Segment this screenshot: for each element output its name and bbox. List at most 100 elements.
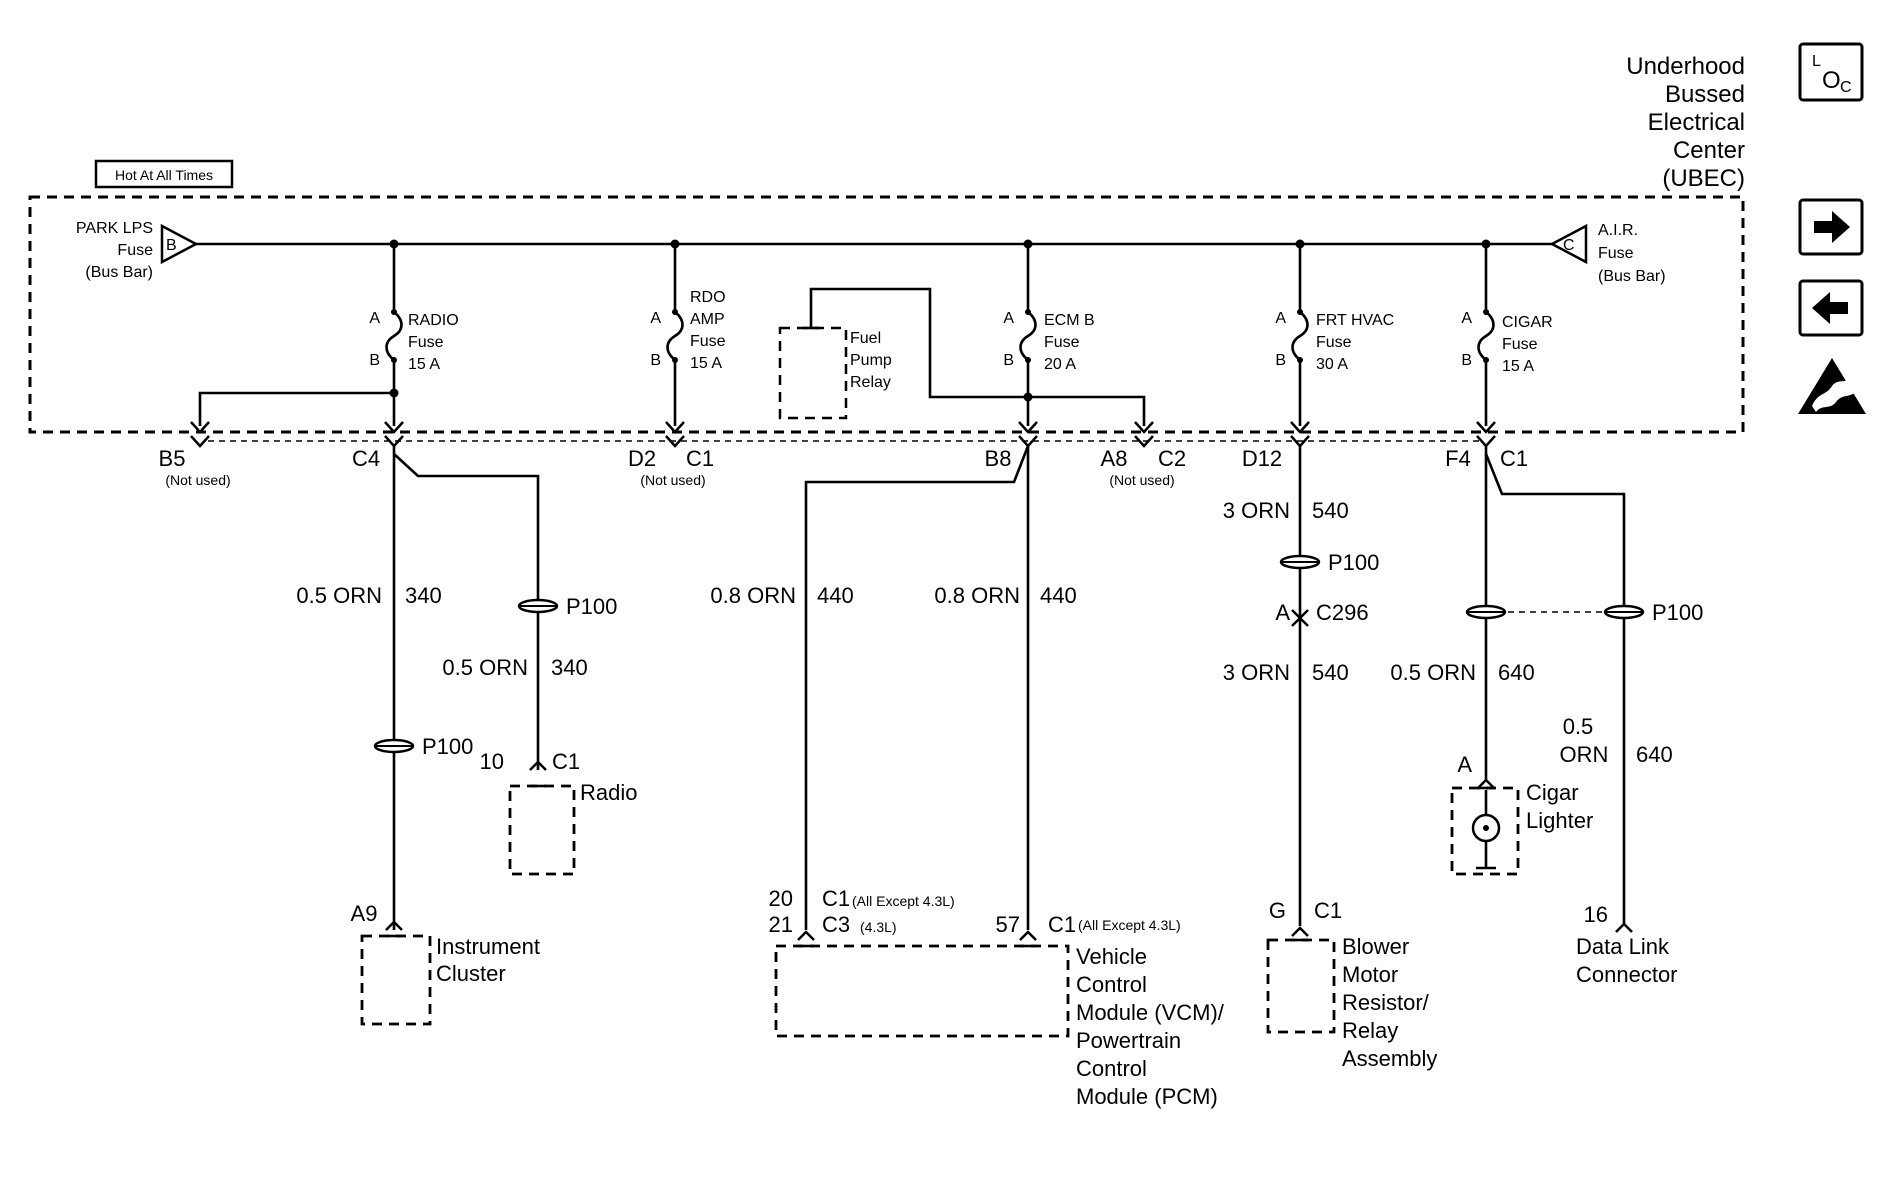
wire-circuit-340a: 340 <box>405 583 442 608</box>
connector-d12: D12 <box>1242 446 1282 471</box>
cluster-label-2: Cluster <box>436 961 506 986</box>
instrument-cluster-component: A9 Instrument Cluster <box>351 901 540 1026</box>
blower-label-4: Relay <box>1342 1018 1398 1043</box>
connector-labels: B5 (Not used) C4 D2 C1 (Not used) B8 A8 … <box>159 446 1529 488</box>
svg-text:Fuse: Fuse <box>1044 334 1080 351</box>
ubec-boundary <box>28 195 1745 434</box>
wire-size-540b: 3 ORN <box>1223 660 1290 685</box>
svg-text:Fuse: Fuse <box>1316 334 1352 351</box>
svg-text:L: L <box>1812 53 1821 70</box>
svg-text:20 A: 20 A <box>1044 356 1076 373</box>
wire-circuit-340b: 340 <box>551 655 588 680</box>
svg-text:30 A: 30 A <box>1316 356 1348 373</box>
title-line-3: Electrical <box>1648 109 1745 136</box>
b5-note: (Not used) <box>165 472 230 488</box>
splice-p100-a: P100 <box>566 594 617 619</box>
bus-terminal-left: B PARK LPS Fuse (Bus Bar) <box>76 220 199 281</box>
dlc-label-2: Connector <box>1576 962 1678 987</box>
vcm-label-2: Control <box>1076 972 1147 997</box>
svg-text:Hot At All Times: Hot At All Times <box>115 167 213 183</box>
vcm-pin-20: 20 <box>769 886 793 911</box>
fuse-radio: A B RADIO Fuse 15 A <box>369 244 459 426</box>
connector-b5: B5 <box>159 446 186 471</box>
svg-text:FRT HVAC: FRT HVAC <box>1316 312 1394 329</box>
svg-text:RDO: RDO <box>690 289 726 306</box>
vcm-label-4: Powertrain <box>1076 1028 1181 1053</box>
circuit-440: 0.8 ORN 440 0.8 ORN 440 <box>710 445 1077 941</box>
cluster-label-1: Instrument <box>436 934 540 959</box>
wire-size-540a: 3 ORN <box>1223 498 1290 523</box>
vcm-pin-57: 57 <box>996 912 1020 937</box>
wire-size-640b-2: ORN <box>1560 742 1609 767</box>
svg-text:Fuse: Fuse <box>690 333 726 350</box>
cluster-pin: A9 <box>351 901 378 926</box>
d2-note: (Not used) <box>640 472 705 488</box>
wire-size-340b: 0.5 ORN <box>442 655 528 680</box>
a8-note: (Not used) <box>1109 472 1174 488</box>
dlc-pin: 16 <box>1584 902 1608 927</box>
svg-text:RADIO: RADIO <box>408 312 459 329</box>
blower-component: G C1 Blower Motor Resistor/ Relay Assemb… <box>1266 898 1437 1071</box>
svg-text:ECM B: ECM B <box>1044 312 1095 329</box>
svg-text:Relay: Relay <box>850 374 891 391</box>
svg-text:CIGAR: CIGAR <box>1502 314 1553 331</box>
svg-text:O: O <box>1822 67 1841 94</box>
wire-circuit-540a: 540 <box>1312 498 1349 523</box>
blower-pin: G <box>1269 898 1286 923</box>
fuse-ecm-b: A B ECM B Fuse 20 A <box>1003 244 1146 426</box>
blower-label-3: Resistor/ <box>1342 990 1430 1015</box>
connector-f4: F4 <box>1445 446 1471 471</box>
splice-p100-b: P100 <box>422 734 473 759</box>
vcm-pin-20-note: (All Except 4.3L) <box>852 893 955 909</box>
vcm-pin-57-conn: C1 <box>1048 912 1076 937</box>
wire-size-440b: 0.8 ORN <box>934 583 1020 608</box>
arrow-right-icon[interactable] <box>1798 198 1864 256</box>
radio-pin: 10 <box>480 749 504 774</box>
wire-size-640b-1: 0.5 <box>1563 714 1594 739</box>
cigar-label-1: Cigar <box>1526 780 1579 805</box>
svg-text:Fuse: Fuse <box>1502 336 1538 353</box>
wire-circuit-540b: 540 <box>1312 660 1349 685</box>
wire-circuit-440a: 440 <box>817 583 854 608</box>
arrow-left-icon[interactable] <box>1798 279 1864 337</box>
vcm-label-1: Vehicle <box>1076 944 1147 969</box>
cigar-pin: A <box>1457 752 1472 777</box>
svg-text:AMP: AMP <box>690 311 725 328</box>
title-line-5: (UBEC) <box>1662 165 1745 192</box>
esd-warning-icon[interactable] <box>1798 358 1866 414</box>
blower-label-1: Blower <box>1342 934 1409 959</box>
fuel-pump-relay: Fuel Pump Relay <box>778 287 1028 420</box>
wire-to-b5 <box>198 388 399 426</box>
circuit-540: 3 ORN 540 P100 A C296 3 ORN 540 <box>1223 446 1379 937</box>
connector-c4: C4 <box>352 446 380 471</box>
cigar-lighter-component: A Cigar Lighter <box>1450 752 1593 876</box>
dlc-label-1: Data Link <box>1576 934 1670 959</box>
vcm-component: 20 C1 (All Except 4.3L) 21 C3 (4.3L) 57 … <box>769 886 1225 1109</box>
location-icon[interactable]: L O C <box>1798 42 1864 102</box>
svg-text:Fuse: Fuse <box>117 242 153 259</box>
svg-text:B: B <box>369 352 380 369</box>
radio-component: 10 C1 Radio <box>480 749 637 876</box>
connector-f4-c1: C1 <box>1500 446 1528 471</box>
circuit-640: P100 0.5 ORN 640 0.5 ORN 640 <box>1390 446 1703 933</box>
c296-pin: A <box>1275 600 1290 625</box>
hot-at-all-times-label: Hot At All Times <box>94 159 234 189</box>
fuse-rdo-amp: A B RDO AMP Fuse 15 A <box>650 244 726 426</box>
svg-text:(Bus Bar): (Bus Bar) <box>1598 268 1666 285</box>
connector-c296: C296 <box>1316 600 1369 625</box>
connector-d2-c1: C1 <box>686 446 714 471</box>
wire-size-640a: 0.5 ORN <box>1390 660 1476 685</box>
data-link-connector-component: 16 Data Link Connector <box>1576 902 1678 987</box>
vcm-pin-21-note: (4.3L) <box>860 919 897 935</box>
blower-conn: C1 <box>1314 898 1342 923</box>
vcm-pin-57-note: (All Except 4.3L) <box>1078 917 1181 933</box>
svg-text:15 A: 15 A <box>1502 358 1534 375</box>
vcm-pin-21: 21 <box>769 912 793 937</box>
vcm-label-3: Module (VCM)/ <box>1076 1000 1225 1025</box>
title-line-2: Bussed <box>1665 81 1745 108</box>
fuse-cigar: A B CIGAR Fuse 15 A <box>1461 244 1553 426</box>
vcm-pin-20-conn: C1 <box>822 886 850 911</box>
radio-label: Radio <box>580 780 637 805</box>
wire-circuit-640a: 640 <box>1498 660 1535 685</box>
